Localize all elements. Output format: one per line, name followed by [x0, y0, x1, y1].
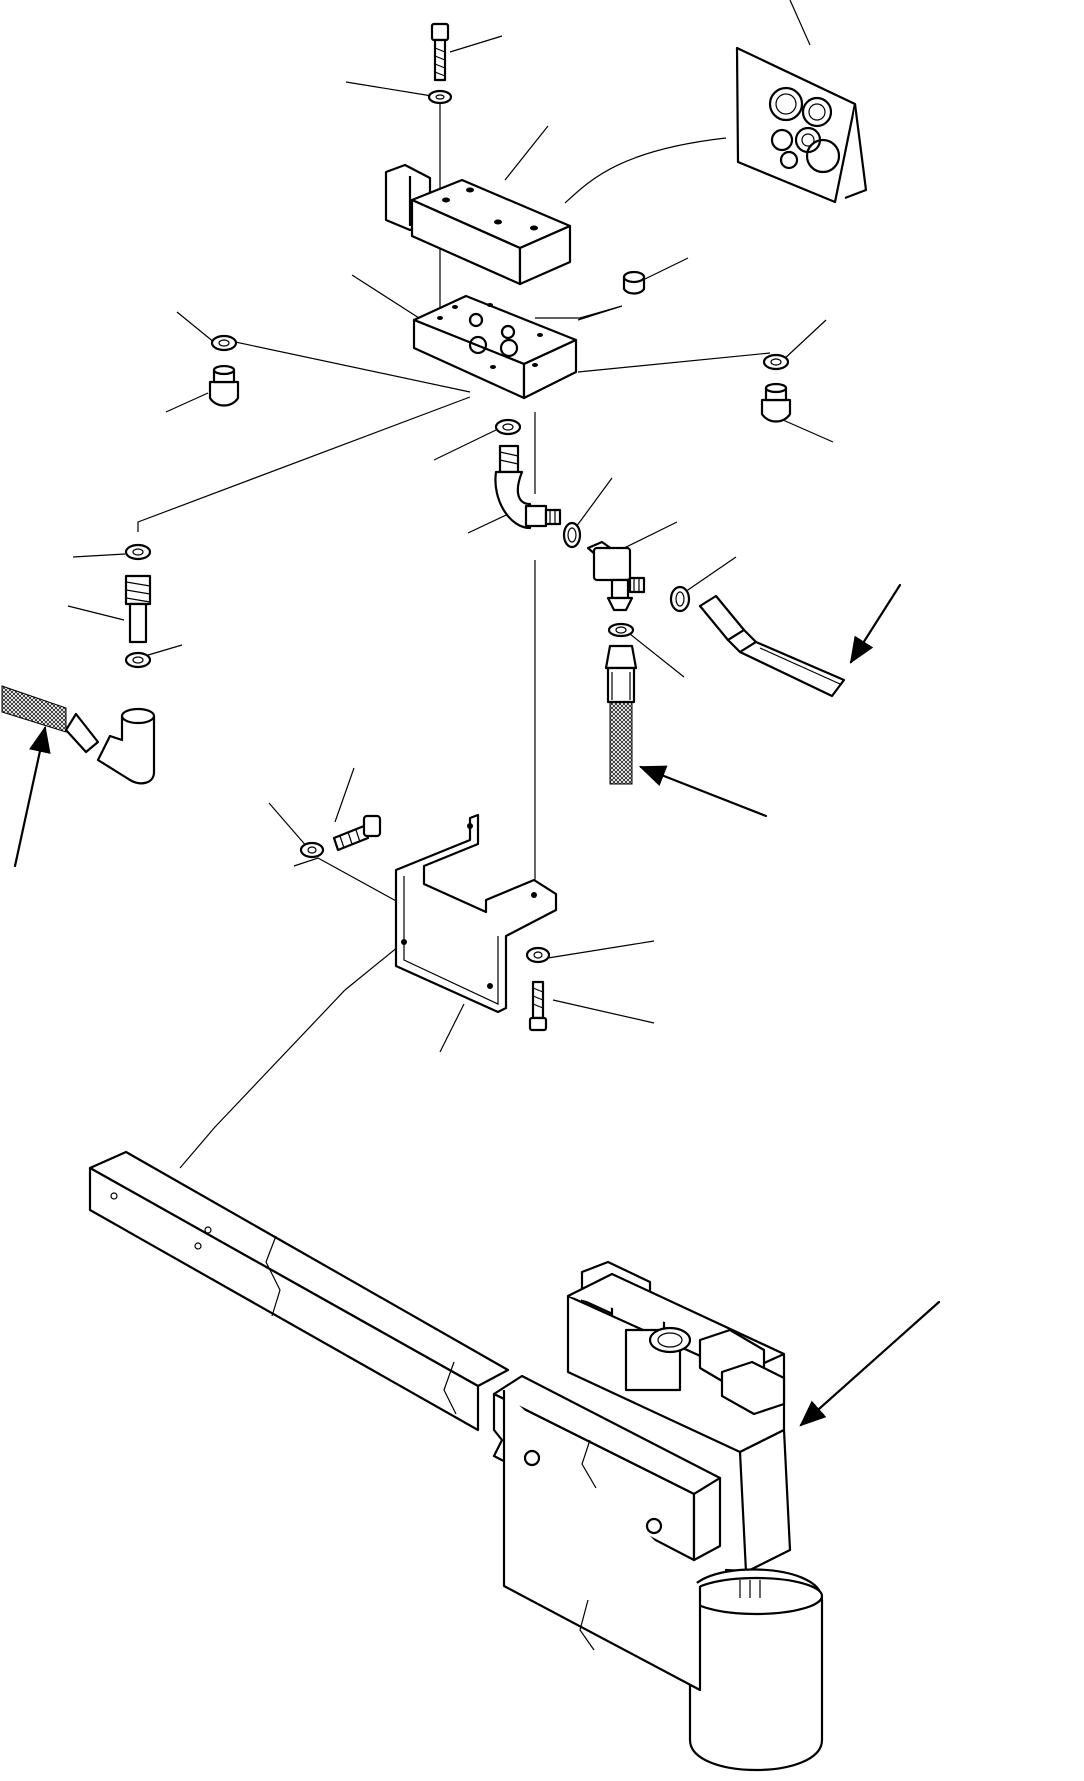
callout-leader — [67, 605, 125, 621]
callout-leader — [345, 81, 433, 97]
callout-leader — [644, 257, 689, 280]
frame-rail — [88, 1150, 510, 1432]
accumulator-assembly — [566, 1260, 824, 1771]
callout-leader — [617, 521, 678, 552]
flow-arrow — [849, 583, 902, 664]
callout-leader — [433, 429, 497, 461]
elbow-fitting — [494, 418, 562, 530]
callout-leader — [547, 940, 655, 959]
hose-vertical — [604, 644, 638, 785]
assembly-lines — [137, 100, 771, 1169]
callout-leader — [629, 633, 685, 678]
callout-leader — [72, 553, 126, 558]
callout-leader — [781, 319, 827, 362]
callout-leader — [176, 311, 216, 344]
flow-arrow — [13, 725, 51, 868]
callout-leader — [439, 1003, 465, 1053]
mounting-plate — [492, 1374, 722, 1692]
flow-arrow — [638, 765, 768, 818]
callout-leader — [575, 477, 613, 528]
plug-top — [622, 270, 646, 295]
tee-fitting — [562, 521, 691, 638]
flow-arrows — [13, 583, 941, 1427]
callout-leader — [789, 0, 811, 46]
callout-leader — [681, 556, 737, 595]
flow-arrow — [799, 1300, 941, 1427]
callout-leader — [504, 125, 549, 181]
plug-right — [760, 353, 792, 423]
callout-leader — [552, 999, 655, 1024]
callout-leader — [165, 392, 209, 413]
hose-left-assembly — [1, 543, 156, 785]
plug-left — [208, 334, 240, 407]
callout-leader — [334, 767, 355, 823]
mounting-bracket — [394, 813, 558, 1014]
solenoid-valve — [384, 163, 572, 286]
bracket-bolt-lower — [525, 946, 551, 1032]
hose-right — [698, 594, 846, 698]
callout-leader — [782, 419, 834, 443]
callout-leader — [268, 802, 309, 849]
callout-leader — [449, 35, 503, 53]
bracket-bolt-left — [299, 814, 382, 859]
mounting-bolt-top — [427, 22, 453, 105]
callout-leader — [351, 274, 420, 319]
manifold-block — [412, 294, 578, 400]
seal-kit — [735, 46, 868, 204]
